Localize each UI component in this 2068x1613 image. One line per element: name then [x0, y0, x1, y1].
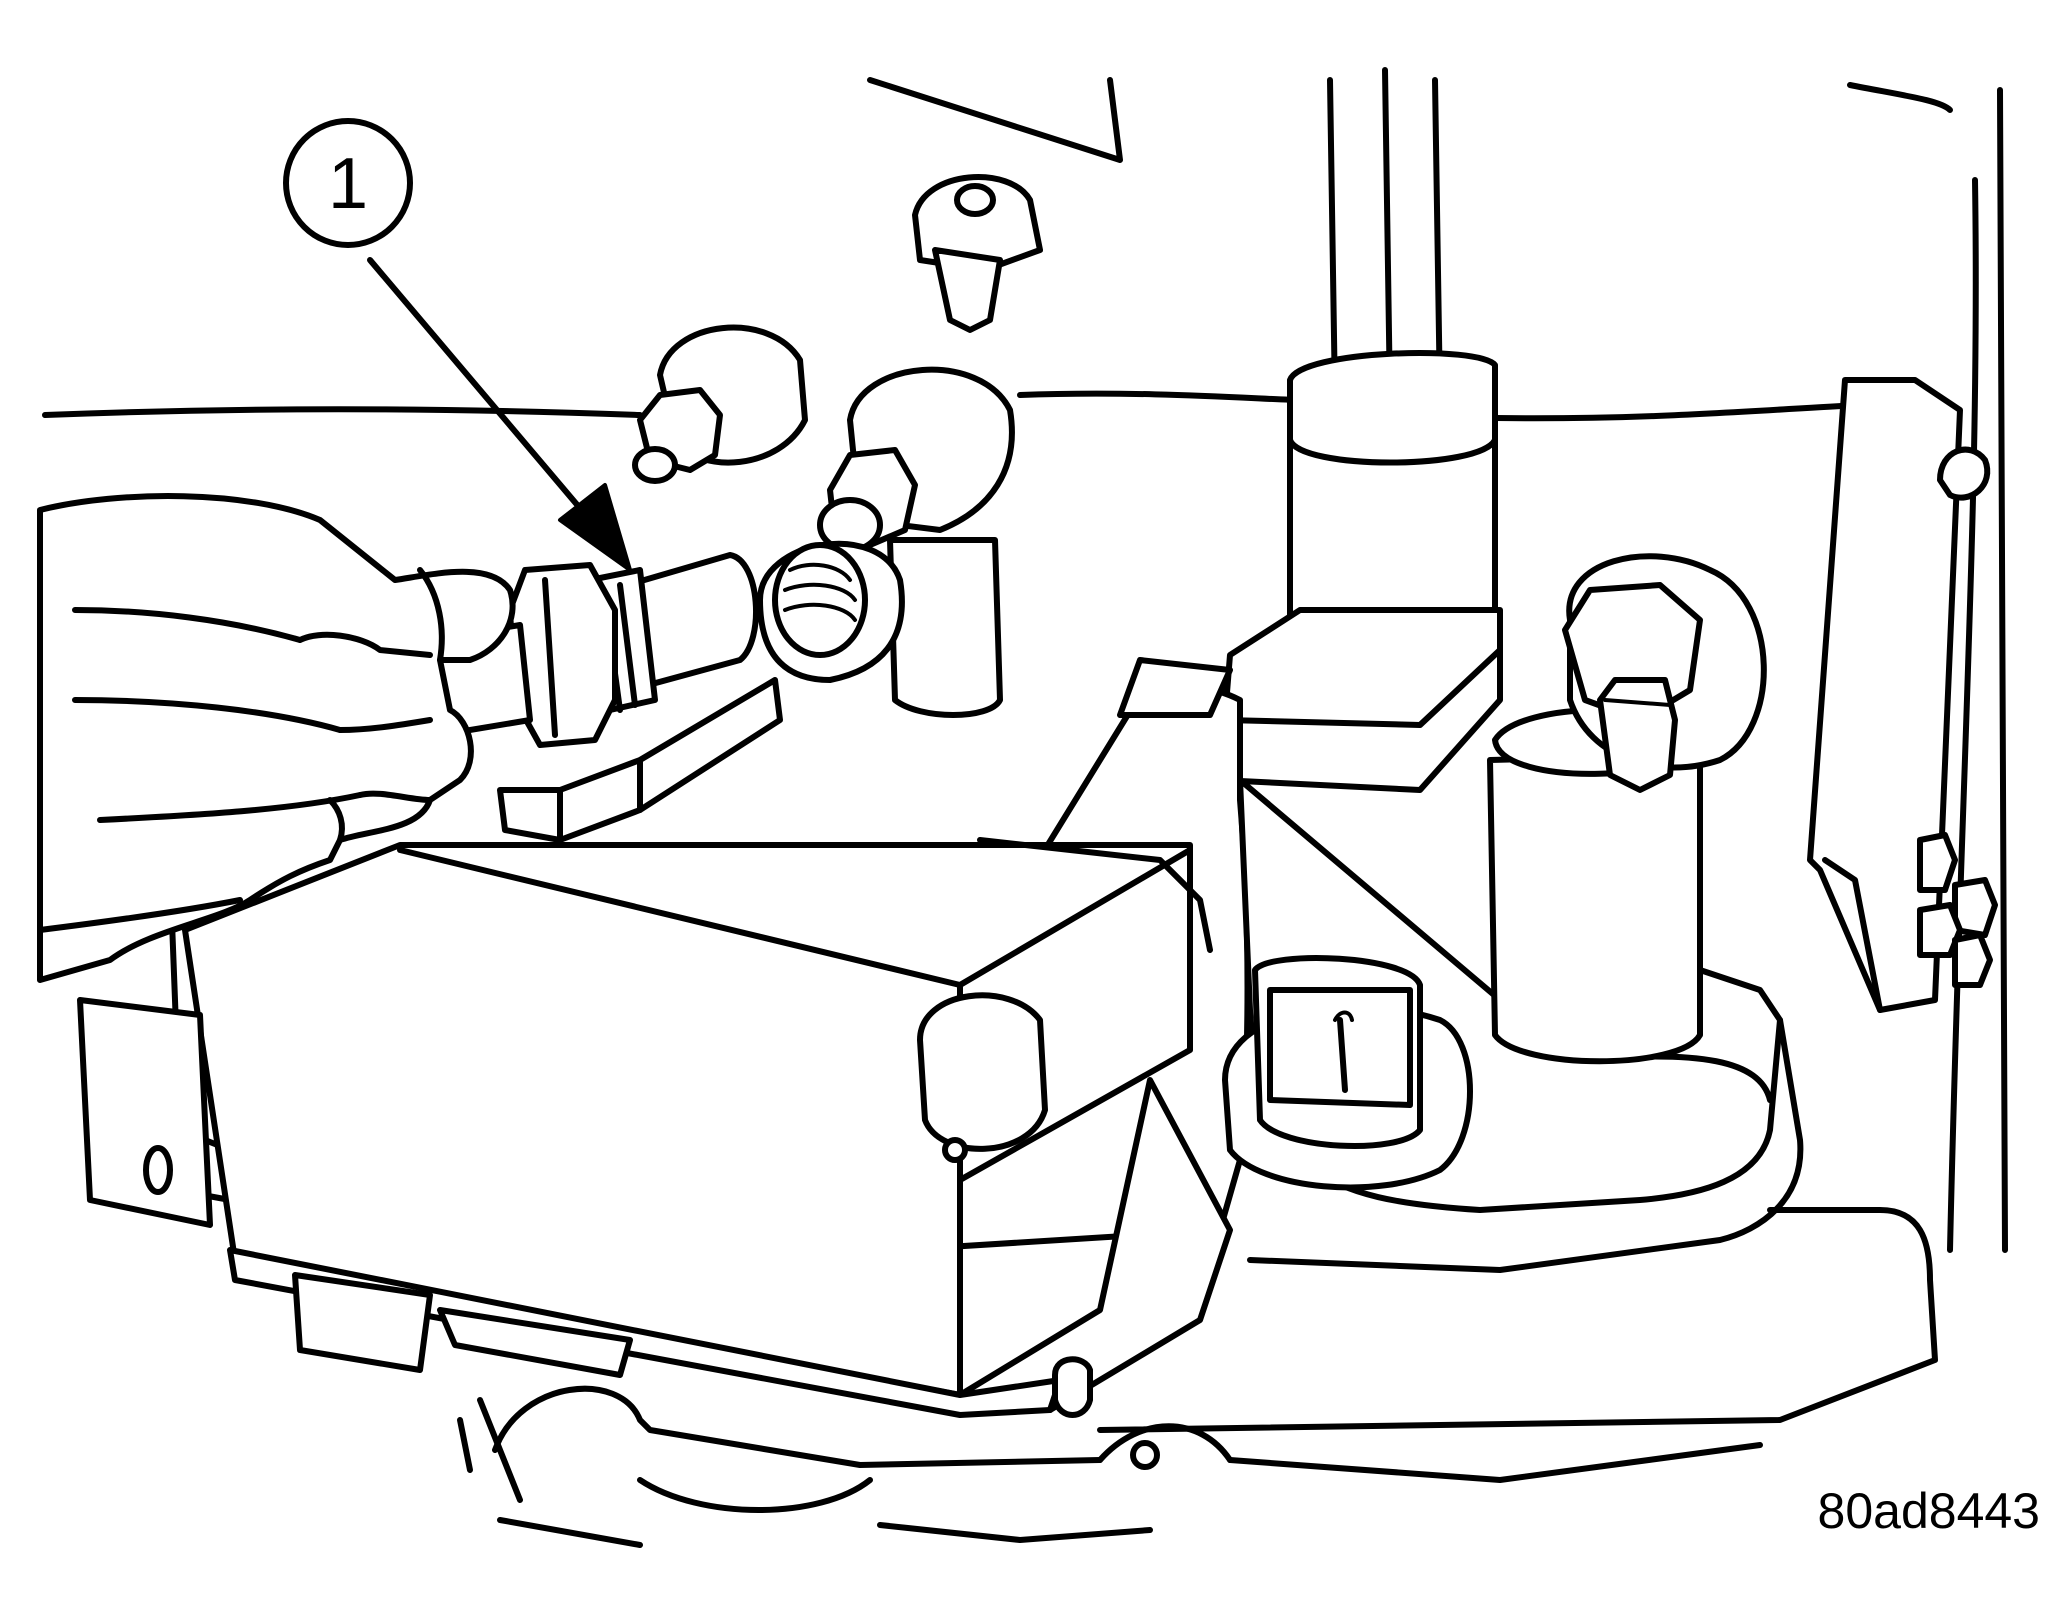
callout-circle	[283, 118, 413, 248]
pan-flange	[492, 1385, 1763, 1548]
hand	[37, 493, 516, 983]
leader-line	[367, 257, 593, 523]
left-mount	[77, 997, 213, 1228]
vertical-tube	[1217, 67, 1503, 793]
sensor-mount-block	[497, 677, 783, 843]
callout-number: 1	[328, 144, 368, 224]
line-fittings	[632, 174, 1043, 718]
leader-arrowhead	[558, 483, 632, 572]
figure-id: 80ad8443	[1818, 1483, 2040, 1539]
solenoid-box	[92, 657, 1233, 1503]
electrical-connector	[1222, 955, 1473, 1191]
right-bracket	[1807, 377, 1998, 1013]
background-casing-lines	[42, 77, 2008, 1253]
right-sensor-assembly	[1487, 553, 1767, 1065]
callout-1: 1	[283, 118, 632, 572]
